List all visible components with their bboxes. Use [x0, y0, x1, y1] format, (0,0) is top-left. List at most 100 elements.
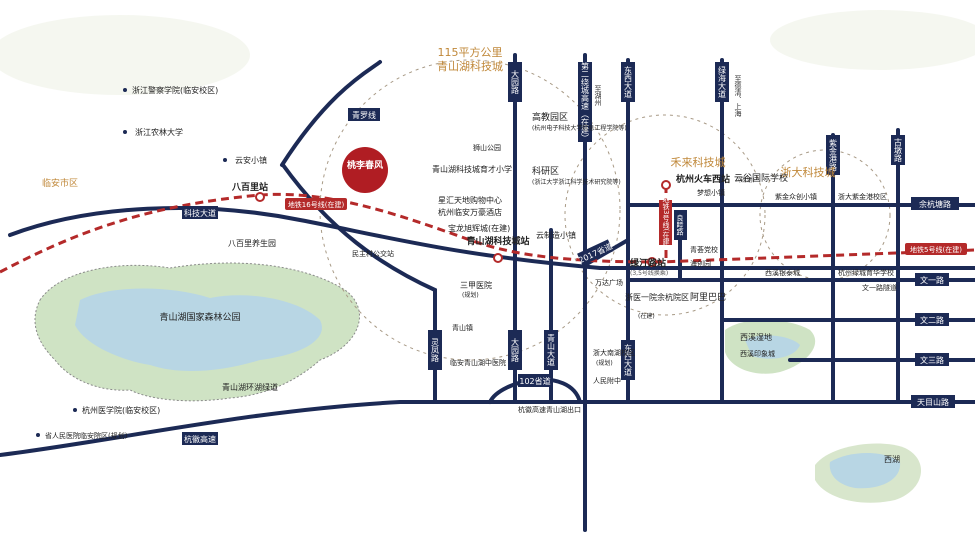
stations: 八百里站 青山湖科技城站 绿汀路站 (3,5号线换乘) 杭州火车西站 (规划)	[231, 173, 755, 277]
poi-p1: 浙江警察学院(临安校区)	[132, 85, 218, 95]
poi-p32: 西溪银泰城	[765, 268, 800, 277]
road-label-box	[508, 62, 522, 102]
road-label-box	[674, 210, 687, 240]
poi-p2: 浙江农林大学	[135, 127, 183, 137]
poi-dot	[123, 88, 127, 92]
station-west: 杭州火车西站	[676, 173, 730, 185]
road-label-box	[915, 273, 949, 286]
road-label-to-shanghai: 至德清、上海	[734, 75, 742, 118]
metro-line-16	[0, 192, 975, 274]
poi-p34: 西溪湿地	[740, 332, 772, 342]
road-label-102: 102省道	[519, 376, 550, 386]
poi-dot	[123, 130, 127, 134]
poi-p11: 高教园区	[532, 111, 568, 123]
poi-dot	[73, 408, 77, 412]
road-label-guduan: 古墩路	[894, 137, 903, 162]
road-label-box	[911, 197, 959, 210]
road-label-box	[915, 313, 949, 326]
poi-p28: 浙大紫金港校区	[838, 192, 887, 201]
poi-p20: 临安青山湖中医院	[450, 358, 506, 367]
qingshan-lake	[75, 288, 322, 372]
road-label-second-ring: 第二绕城高速（在建）	[581, 61, 590, 142]
road-label-box	[578, 62, 592, 142]
project-name: 桃李春风	[347, 159, 383, 171]
poi-p21: 万达广场	[595, 278, 623, 287]
station-marker	[255, 192, 265, 202]
road-label-hangxu: 杭徽高速	[184, 434, 216, 444]
road-wenyi-tunnel: 文一路隧道	[862, 283, 897, 292]
poi-p18: 三甲医院	[460, 280, 492, 290]
road-label-yuhang: 余杭塘路	[919, 199, 951, 209]
metro-label-box	[285, 198, 347, 210]
road-label-box	[428, 330, 442, 370]
road-label-box	[348, 108, 380, 121]
road-label-box	[518, 374, 552, 387]
zone-zheda-tech: 浙大科技城	[781, 165, 836, 179]
station-west-note: (规划)	[738, 176, 755, 184]
road-label-to-huzhou: 至湖州	[594, 85, 602, 106]
metro-label-box	[659, 200, 672, 245]
poi-p17: 云制造小镇	[536, 230, 576, 240]
poi-p27: 紫金众创小镇	[775, 192, 817, 201]
road-label-box	[826, 135, 840, 175]
hemu-tech-boundary	[564, 114, 766, 316]
poi-p35: 西溪印象城	[740, 349, 775, 358]
poi-p13-note: (浙江大学浙江科学技术研究院等)	[532, 178, 621, 186]
metro-labels: 地铁16号线(在建) 地铁3号线(在建) 地铁5号线(在建)	[285, 195, 967, 255]
station-qingshan: 青山湖科技城站	[466, 235, 529, 247]
xixi-water	[745, 335, 800, 359]
road-labels: 青罗线 科技大道 杭徽高速 102省道 2017省道 余杭塘路 文一路 文二路 …	[182, 108, 959, 445]
poi-p4: 八百里养生园	[228, 238, 276, 248]
road-label-box	[891, 135, 905, 165]
road-label-lingfeng: 灵凤路	[431, 338, 440, 362]
poi-p19: 青山镇	[452, 323, 473, 332]
station-lvting-note: (3,5号线换乘)	[630, 269, 668, 277]
poi-p23: 浙大南湖校区	[593, 348, 635, 357]
road-lingfeng	[281, 163, 437, 404]
poi-p11-note: (杭州电子科技大学信息工程学院等)	[532, 124, 627, 132]
vertical-road-labels: 大园路 大园路 第二绕城高速（在建） 东西大道 绿海大道 紫金港路 古墩路 灵凤…	[428, 61, 905, 380]
poi-p31: 阿里巴巴	[690, 292, 726, 303]
road-label-dayuan-2: 大园路	[511, 337, 520, 362]
zone-qingshan-tech: 青山湖科技城	[437, 59, 503, 73]
road-label-box	[508, 330, 522, 370]
road-label-box	[182, 432, 218, 445]
poi-p13: 科研区	[532, 165, 559, 177]
zone-linan-center: 临安市区	[42, 177, 78, 189]
poi-p25: 梦想小镇	[697, 188, 725, 197]
road-label-qingluo: 青罗线	[352, 110, 376, 120]
zone-hemu-tech: 禾来科技城	[671, 155, 726, 169]
road-label-wen1: 文一路	[920, 275, 944, 285]
poi-p22-note: (在建)	[638, 312, 655, 320]
poi-p24: 人民附中	[593, 376, 621, 385]
poi-p3: 云安小镇	[235, 155, 267, 165]
road-label-box	[715, 62, 729, 102]
poi-p16: 宝龙旭辉城(在建)	[448, 223, 510, 233]
poi-p15: 杭州临安万豪酒店	[438, 207, 502, 217]
poi-p26: 云谷国际学校	[734, 172, 788, 184]
road-label-wen3: 文三路	[920, 355, 944, 365]
road-label-tianmushan: 天目山路	[917, 397, 949, 407]
road-label-zijingang: 紫金港路	[829, 139, 838, 171]
west-lake-water	[829, 453, 901, 489]
poi-p6: 青山湖国家森林公园	[159, 311, 240, 323]
poi-p12: 青山湖科技城育才小学	[432, 164, 512, 174]
poi-p9: 省人民医院临安院区(规划)	[45, 431, 128, 440]
mountain-wash	[0, 15, 250, 95]
project-badge[interactable]	[342, 147, 388, 193]
road-label-box	[182, 206, 218, 219]
poi-dot	[223, 158, 227, 162]
station-lvting: 绿汀路站	[630, 257, 666, 269]
poi-p22: 浙医一院余杭院区	[625, 292, 689, 302]
metro-lines	[0, 185, 975, 274]
road-hangxu	[0, 400, 975, 457]
road-label-dongxi-2: 东西大道	[624, 343, 633, 377]
poi-labels: 浙江警察学院(临安校区) 浙江农林大学 云安小镇 八百里养生园 民主村公交站 青…	[36, 85, 900, 464]
road-label-keji: 科技大道	[184, 208, 216, 218]
road-label-qingshan-ave: 青山大道	[547, 333, 556, 367]
station-marker	[493, 253, 503, 263]
road-label-box	[915, 353, 949, 366]
poi-dot	[36, 433, 40, 437]
road-label-dayuan: 大园路	[511, 69, 520, 94]
